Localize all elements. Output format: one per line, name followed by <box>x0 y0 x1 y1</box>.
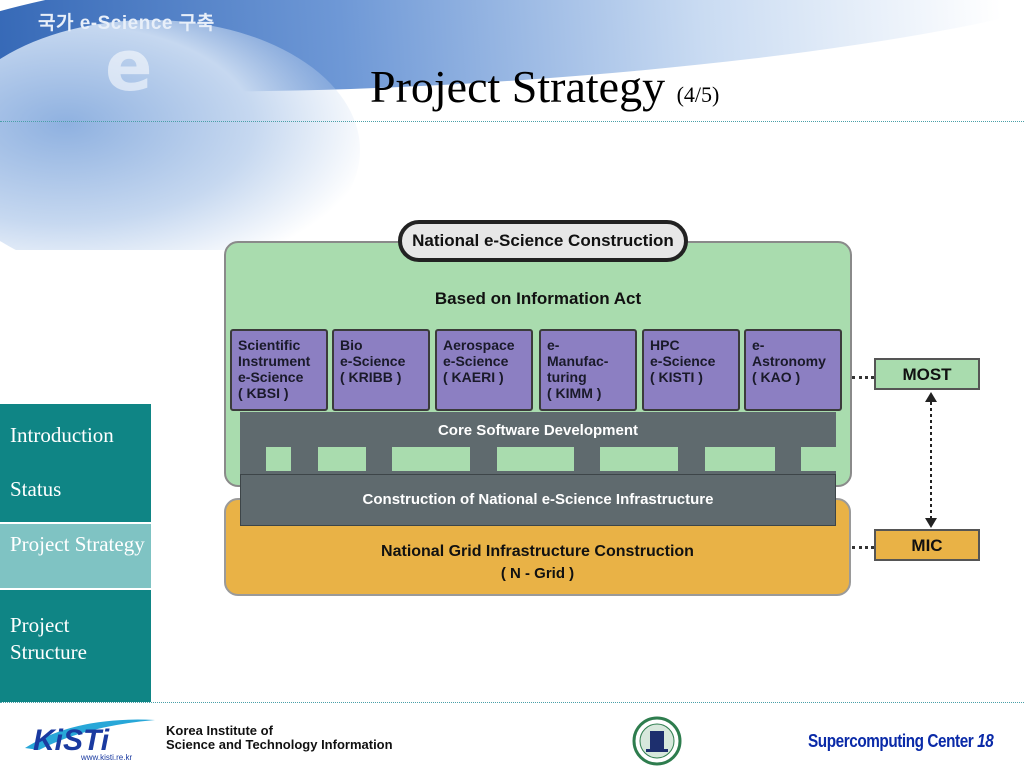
pillar-gap <box>705 447 775 471</box>
national-escience-label: National e-Science Construction <box>412 231 674 250</box>
core-software-label: Core Software Development <box>437 422 639 439</box>
pillar-gap <box>497 447 574 471</box>
page-number: 18 <box>977 731 994 751</box>
kisti-logo-icon: KiSTi www.kisti.re.kr <box>25 719 155 762</box>
project-card-kimm: e- Manufac- turing ( KIMM ) <box>539 329 637 411</box>
infrastructure-bar <box>240 474 836 526</box>
project-card-kaeri: Aerospace e-Science ( KAERI ) <box>435 329 533 411</box>
project-card-kribb: Bio e-Science ( KRIBB ) <box>332 329 430 411</box>
kisti-url: www.kisti.re.kr <box>80 753 132 762</box>
project-card-kao: e- Astronomy ( KAO ) <box>744 329 842 411</box>
header-divider <box>0 121 1024 122</box>
org-name-line1: Korea Institute of <box>166 723 273 738</box>
footer-divider <box>0 702 1024 703</box>
pillar-gap <box>318 447 366 471</box>
most-box <box>874 358 980 390</box>
double-arrow-icon <box>925 392 937 528</box>
nav-item-project-strategy[interactable]: Project Strategy <box>0 522 151 590</box>
mic-box <box>874 529 980 561</box>
pillar-gap <box>392 447 470 471</box>
supercomputing-center-text: Supercomputing Center <box>808 731 974 751</box>
header-background <box>0 0 1024 250</box>
mic-label: MIC <box>911 536 943 555</box>
kisti-logo-text: KiSTi <box>33 724 110 757</box>
org-name-line2: Science and Technology Information <box>166 737 393 752</box>
nav-item-status[interactable]: Status <box>10 477 62 501</box>
grid-label: National Grid Infrastructure Constructio… <box>381 543 694 560</box>
brand-text: 국가 e-Science 구축 <box>38 13 215 34</box>
emblem-icon <box>632 716 682 766</box>
grid-sublabel: ( N - Grid ) <box>500 565 575 582</box>
page-title: Project Strategy (4/5) <box>370 60 719 113</box>
sidebar-nav: Introduction Status Project Strategy Pro… <box>0 404 151 702</box>
national-escience-label-box <box>398 220 688 262</box>
nav-item-project-structure[interactable]: Project Structure <box>10 613 87 664</box>
core-software-bar <box>240 412 836 450</box>
infrastructure-label: Construction of National e-Science Infra… <box>362 491 714 508</box>
pillar-gap <box>266 447 291 471</box>
project-card-kbsi: Scientific Instrument e-Science ( KBSI ) <box>230 329 328 411</box>
mic-connector <box>852 546 874 549</box>
nav-item-introduction[interactable]: Introduction <box>10 423 114 447</box>
most-connector <box>852 376 874 379</box>
footer-center-label: Supercomputing Center 18 <box>808 731 994 752</box>
pillar-gap <box>801 447 836 471</box>
pillar-gap <box>600 447 678 471</box>
page-title-counter: (4/5) <box>676 82 720 107</box>
information-act-label: Based on Information Act <box>434 289 642 308</box>
project-card-kisti: HPC e-Science ( KISTI ) <box>642 329 740 411</box>
e-logo-icon: e <box>105 25 153 107</box>
page-title-text: Project Strategy <box>370 61 666 112</box>
most-label: MOST <box>902 365 952 384</box>
